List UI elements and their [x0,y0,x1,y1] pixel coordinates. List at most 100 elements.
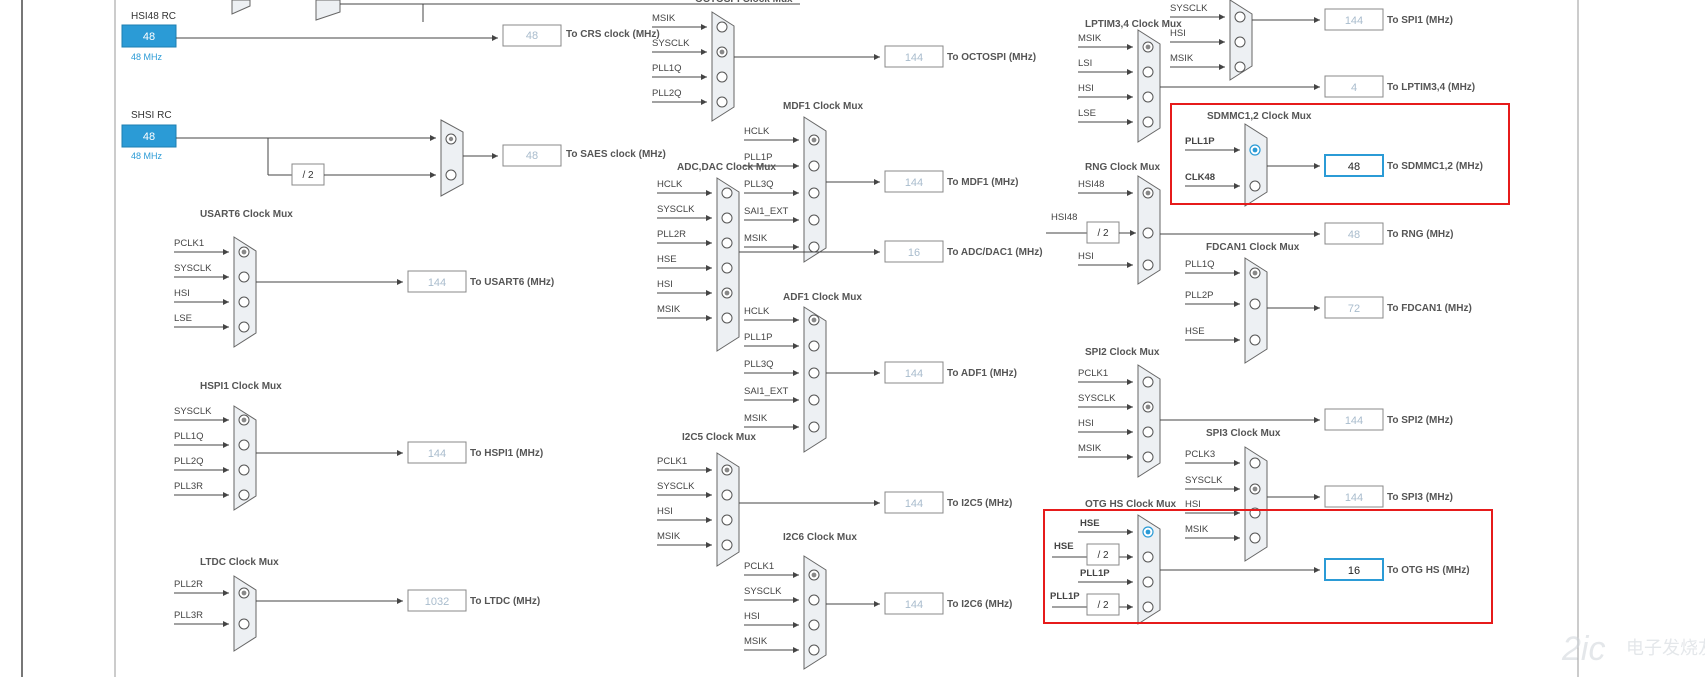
mdf1-radio-2[interactable] [808,187,820,199]
octospi-radio-2[interactable] [716,71,728,83]
ltdc-output-box[interactable] [407,589,467,612]
mdf1-input-label-3: SAI1_EXT [744,206,789,217]
mdf1-radio-3[interactable] [808,214,820,226]
adcdac-mux-title: ADC,DAC Clock Mux [677,162,776,173]
adcdac-radio-5[interactable] [721,312,733,324]
hsi48-rc-box[interactable] [121,24,177,48]
otghs-highlight [1043,509,1493,624]
adf1-radio-1[interactable] [808,340,820,352]
spi3-radio-0[interactable] [1249,457,1261,469]
mdf1-output-box[interactable] [884,170,944,193]
otghs-div-box-1[interactable] [1086,543,1120,566]
saes-output-value: 48 [526,150,538,162]
adcdac-radio-0[interactable] [721,187,733,199]
adcdac-radio-1[interactable] [721,212,733,224]
adcdac-output-box[interactable] [884,240,944,263]
partial-mux-top-2 [315,0,341,21]
spi1-radio-1[interactable] [1234,36,1246,48]
adcdac-radio-2[interactable] [721,237,733,249]
otghs-radio-3[interactable] [1142,601,1154,613]
otghs-output-box[interactable] [1324,558,1384,581]
fdcan1-output-box[interactable] [1324,296,1384,319]
i2c5-radio-1[interactable] [721,489,733,501]
spi1-radio-2[interactable] [1234,61,1246,73]
spi3-mux [1244,446,1268,562]
i2c6-radio-2[interactable] [808,619,820,631]
hspi1-radio-3[interactable] [238,489,250,501]
spi2-radio-2[interactable] [1142,426,1154,438]
hspi1-mux-title: HSPI1 Clock Mux [200,381,282,392]
ltdc-radio-1[interactable] [238,618,250,630]
usart6-radio-2[interactable] [238,296,250,308]
otghs-input-label-0: HSE [1080,518,1100,529]
spi2-output-box[interactable] [1324,408,1384,431]
i2c5-radio-3[interactable] [721,539,733,551]
otghs-input-label-1: HSE [1054,541,1074,552]
spi2-radio-0[interactable] [1142,376,1154,388]
rng-output-box[interactable] [1324,222,1384,245]
adf1-radio-2[interactable] [808,367,820,379]
shsi-rc-box[interactable] [121,124,177,148]
saes-mux [440,119,464,197]
mdf1-radio-4[interactable] [808,241,820,253]
rng-div-arrow [1130,230,1136,236]
spi3-output-box[interactable] [1324,485,1384,508]
otghs-radio-1[interactable] [1142,551,1154,563]
rng-radio-2[interactable] [1142,259,1154,271]
i2c6-radio-3[interactable] [808,644,820,656]
adf1-output-box[interactable] [884,361,944,384]
saes-mux-radio-2[interactable] [445,169,457,181]
i2c6-output-box[interactable] [884,592,944,615]
lptim34-radio-2[interactable] [1142,91,1154,103]
lptim34-radio-1[interactable] [1142,66,1154,78]
lptim34-input-arrow-3 [1127,119,1133,125]
saes-output-box[interactable] [502,144,562,167]
usart6-output-box[interactable] [407,270,467,293]
lptim34-input-label-0: MSIK [1078,33,1102,44]
mdf1-output-label: To MDF1 (MHz) [947,177,1018,188]
adcdac-input-label-1: SYSCLK [657,204,695,215]
octospi-input-arrow-2 [701,74,707,80]
octospi-input-label-0: MSIK [652,13,676,24]
usart6-radio-3[interactable] [238,321,250,333]
otghs-div-box-2[interactable] [1086,593,1120,616]
octospi-radio-0[interactable] [716,21,728,33]
adf1-input-arrow-0 [793,317,799,323]
spi3-radio-3[interactable] [1249,532,1261,544]
lptim34-radio-0-selected [1145,44,1151,50]
fdcan1-radio-1[interactable] [1249,298,1261,310]
hspi1-input-label-3: PLL3R [174,481,203,492]
lptim34-output-box[interactable] [1324,75,1384,98]
mdf1-radio-1[interactable] [808,160,820,172]
crs-output-value: 48 [526,30,538,42]
octospi-output-box[interactable] [884,45,944,68]
spi1-radio-0[interactable] [1234,11,1246,23]
fdcan1-input-label-2: HSE [1185,326,1205,337]
fdcan1-radio-2[interactable] [1249,334,1261,346]
sdmmc-output-box[interactable] [1324,154,1384,177]
spi2-radio-3[interactable] [1142,451,1154,463]
spi1-input-label-1: HSI [1170,28,1186,39]
usart6-input-arrow-3 [223,324,229,330]
i2c6-radio-1[interactable] [808,594,820,606]
sdmmc-radio-1[interactable] [1249,180,1261,192]
otghs-radio-2[interactable] [1142,576,1154,588]
partial-mux-top-1 [231,0,251,15]
saes-div-label: / 2 [302,170,314,181]
adf1-radio-4[interactable] [808,421,820,433]
hspi1-radio-2[interactable] [238,464,250,476]
adcdac-radio-3[interactable] [721,262,733,274]
adf1-radio-3[interactable] [808,394,820,406]
hspi1-radio-1[interactable] [238,439,250,451]
usart6-radio-1[interactable] [238,271,250,283]
crs-output-box[interactable] [502,24,562,47]
octospi-mux-title: OCTOSPI Clock Mux [695,0,793,5]
lptim34-radio-3[interactable] [1142,116,1154,128]
hspi1-output-box[interactable] [407,441,467,464]
rng-radio-1[interactable] [1142,227,1154,239]
spi1-output-box[interactable] [1324,8,1384,31]
octospi-radio-3[interactable] [716,96,728,108]
i2c5-radio-2[interactable] [721,514,733,526]
i2c5-output-box[interactable] [884,491,944,514]
